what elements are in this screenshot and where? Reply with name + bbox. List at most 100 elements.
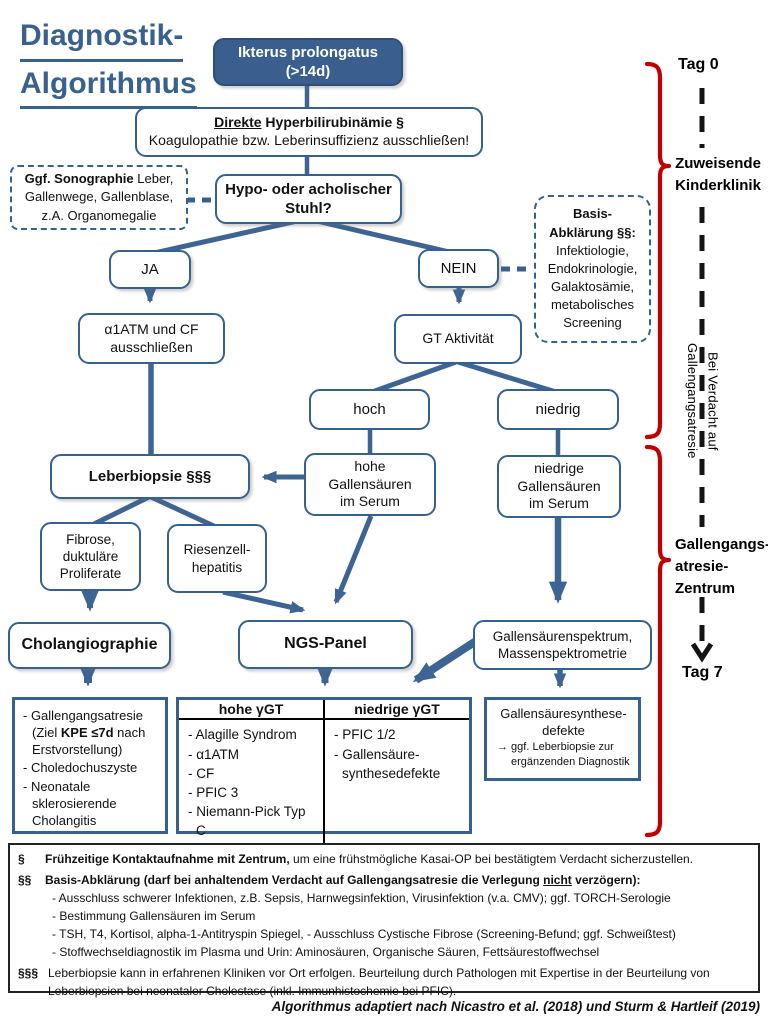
node-text: Ggf. Sonographie Leber, (24, 171, 174, 187)
page-title-line2: Algorithmus (20, 62, 197, 109)
footnote-2-sublist: - Ausschluss schwerer Infektionen, z.B. … (18, 889, 748, 961)
node-hoch: hoch (309, 389, 430, 430)
footnote-marker: §§ (18, 873, 32, 887)
footnotes-box: § Frühzeitige Kontaktaufnahme mit Zentru… (8, 843, 760, 998)
brace-zuweisende (644, 61, 672, 440)
footnote-subitem: - Bestimmung Gallensäuren im Serum (52, 909, 256, 923)
footnote-2: §§ Basis-Abklärung (darf bei anhaltendem… (18, 871, 748, 889)
node-text: im Serum (340, 493, 400, 510)
page-title-line1: Diagnostik- (20, 14, 184, 62)
node-nein: NEIN (418, 249, 499, 288)
node-text: hoch (353, 400, 386, 418)
node-text: Basis- (572, 206, 613, 222)
footnote-subitem: - Stoffwechseldiagnostik im Plasma und U… (52, 945, 600, 959)
node-text: JA (141, 260, 159, 278)
node-riesenzellhepatitis: Riesenzell- hepatitis (167, 524, 267, 593)
footnote-text: Basis-Abklärung (darf bei anhaltendem Ve… (45, 873, 641, 887)
node-text: hohe (354, 457, 386, 474)
ggt-col-hohe: - Alagille Syndrom - α1ATM - CF - PFIC 3… (179, 720, 323, 844)
node-text: defekte (542, 723, 585, 739)
table-item: - α1ATM (188, 746, 240, 762)
node-cholangiographie: Cholangiographie (8, 622, 171, 669)
node-text: Gallensäuren (517, 477, 601, 494)
node-ja: JA (109, 250, 191, 289)
table-item: - PFIC 1/2 (334, 727, 396, 743)
timeline-gallengangsatresie-zentrum: Gallengangs- atresie- Zentrum (675, 534, 768, 599)
timeline-tag7: Tag 7 (682, 664, 723, 681)
ggt-header-hohe: hohe γGT (218, 701, 284, 717)
node-text: Fibrose, (66, 531, 115, 547)
table-item: - Niemann-Pick Typ C (188, 804, 306, 839)
node-text: duktuläre (62, 548, 119, 564)
footnote-1: § Frühzeitige Kontaktaufnahme mit Zentru… (18, 850, 748, 868)
node-niedrig: niedrig (497, 389, 619, 430)
timeline-arrowhead (690, 642, 714, 663)
ggt-table-header: hohe γGT niedrige γGT (179, 700, 469, 721)
footnote-subitem: - TSH, T4, Kortisol, alpha-1-Antitryspin… (52, 927, 676, 941)
node-gallensaeuresynthesedefekte: Gallensäuresynthese- defekte → ggf. Lebe… (484, 697, 641, 781)
label-text: Bei Verdacht auf (705, 351, 721, 451)
label-text: Zuweisende (675, 155, 761, 172)
node-text: Leberbiopsie §§§ (88, 467, 212, 485)
node-text: Endokrinologie, (547, 260, 638, 276)
node-text: Koagulopathie bzw. Leberinsuffizienz aus… (148, 132, 470, 148)
node-hypo-acholischer-stuhl: Hypo- oder acholischer Stuhl? (215, 174, 402, 224)
node-text: NGS-Panel (284, 635, 367, 653)
node-note: → ggf. Leberbiopsie zur ergänzenden Diag… (497, 741, 630, 768)
table-item: - CF (188, 765, 215, 781)
node-text: α1ATM und CF (104, 320, 199, 337)
node-gt-aktivitaet: GT Aktivität (394, 314, 522, 364)
node-text: Massenspektrometrie (497, 646, 628, 661)
timeline-bei-verdacht-rotated: Bei Verdacht auf Gallengangsatresie (681, 337, 723, 465)
table-item: - PFIC 3 (188, 784, 239, 800)
node-text: Direkte Hyperbilirubinämie § (214, 114, 404, 131)
timeline-zuweisende-kinderklinik: Zuweisende Kinderklinik (670, 153, 766, 197)
node-gallensaeurenspektrum: Gallensäurenspektrum, Massenspektrometri… (473, 620, 652, 670)
node-sonographie: Ggf. Sonographie Leber, Gallenwege, Gall… (10, 165, 188, 230)
footnote-text: Leberbiopsie kann in erfahrenen Kliniken… (48, 966, 710, 998)
node-text: Gallensäurenspektrum, (492, 628, 633, 644)
label-text: Kinderklinik (675, 176, 761, 194)
node-text: NEIN (440, 259, 477, 277)
table-divider (323, 700, 325, 719)
node-text: Proliferate (59, 566, 122, 582)
node-text: Gallenwege, Gallenblase, (24, 189, 174, 205)
footnote-marker: §§§ (18, 966, 39, 980)
node-text: hepatitis (191, 559, 243, 575)
label-text: Gallengangs- (675, 536, 768, 553)
node-text: niedrige (534, 459, 584, 476)
node-a1atm-cf: α1ATM und CF ausschließen (78, 313, 225, 364)
table-divider (323, 720, 325, 845)
node-text: z.A. Organomegalie (41, 207, 157, 223)
ggt-table: hohe γGT niedrige γGT - Alagille Syndrom… (176, 697, 472, 845)
result-item: - Gallengangsatresie (Ziel KPE ≤7d nach … (23, 708, 146, 758)
node-text: Gallensäuren (328, 475, 412, 492)
ggt-col-niedrige: - PFIC 1/2 - Gallensäure-synthesedefekte (325, 720, 469, 844)
results-box: - Gallengangsatresie (Ziel KPE ≤7d nach … (12, 697, 168, 834)
table-item: - Gallensäure-synthesedefekte (334, 746, 441, 781)
node-text: Riesenzell- (183, 542, 251, 558)
brace-zentrum (644, 444, 672, 838)
node-text: Gallensäuresynthese- (500, 706, 627, 721)
node-niedrige-gallensaeuren: niedrige Gallensäuren im Serum (497, 455, 621, 518)
node-text: (>14d) (285, 63, 331, 80)
label-text: Zentrum (675, 579, 735, 597)
node-hohe-gallensaeuren: hohe Gallensäuren im Serum (304, 453, 436, 516)
footnote-text: Frühzeitige Kontaktaufnahme mit Zentrum,… (45, 852, 694, 866)
node-direkte-hyperbilirubinaemie: Direkte Hyperbilirubinämie § Koagulopath… (135, 107, 483, 157)
node-basis-abklaerung: Basis- Abklärung §§: Infektiologie, Endo… (534, 195, 651, 343)
label-text: atresie- (675, 557, 729, 575)
node-fibrose: Fibrose, duktuläre Proliferate (40, 522, 141, 591)
timeline-tag0: Tag 0 (678, 56, 719, 73)
citation: Algorithmus adaptiert nach Nicastro et a… (271, 999, 760, 1014)
node-text: Galaktosämie, (550, 279, 635, 295)
node-leberbiopsie: Leberbiopsie §§§ (50, 454, 250, 499)
node-text: Screening (563, 315, 622, 331)
node-text: metabolisches (550, 297, 635, 313)
node-text: Cholangiographie (21, 636, 158, 654)
table-item: - Alagille Syndrom (188, 727, 297, 743)
result-item: - Choledochuszyste (23, 760, 138, 776)
ggt-table-body: - Alagille Syndrom - α1ATM - CF - PFIC 3… (179, 720, 469, 845)
label-text: Gallengangsatresie (684, 343, 700, 459)
